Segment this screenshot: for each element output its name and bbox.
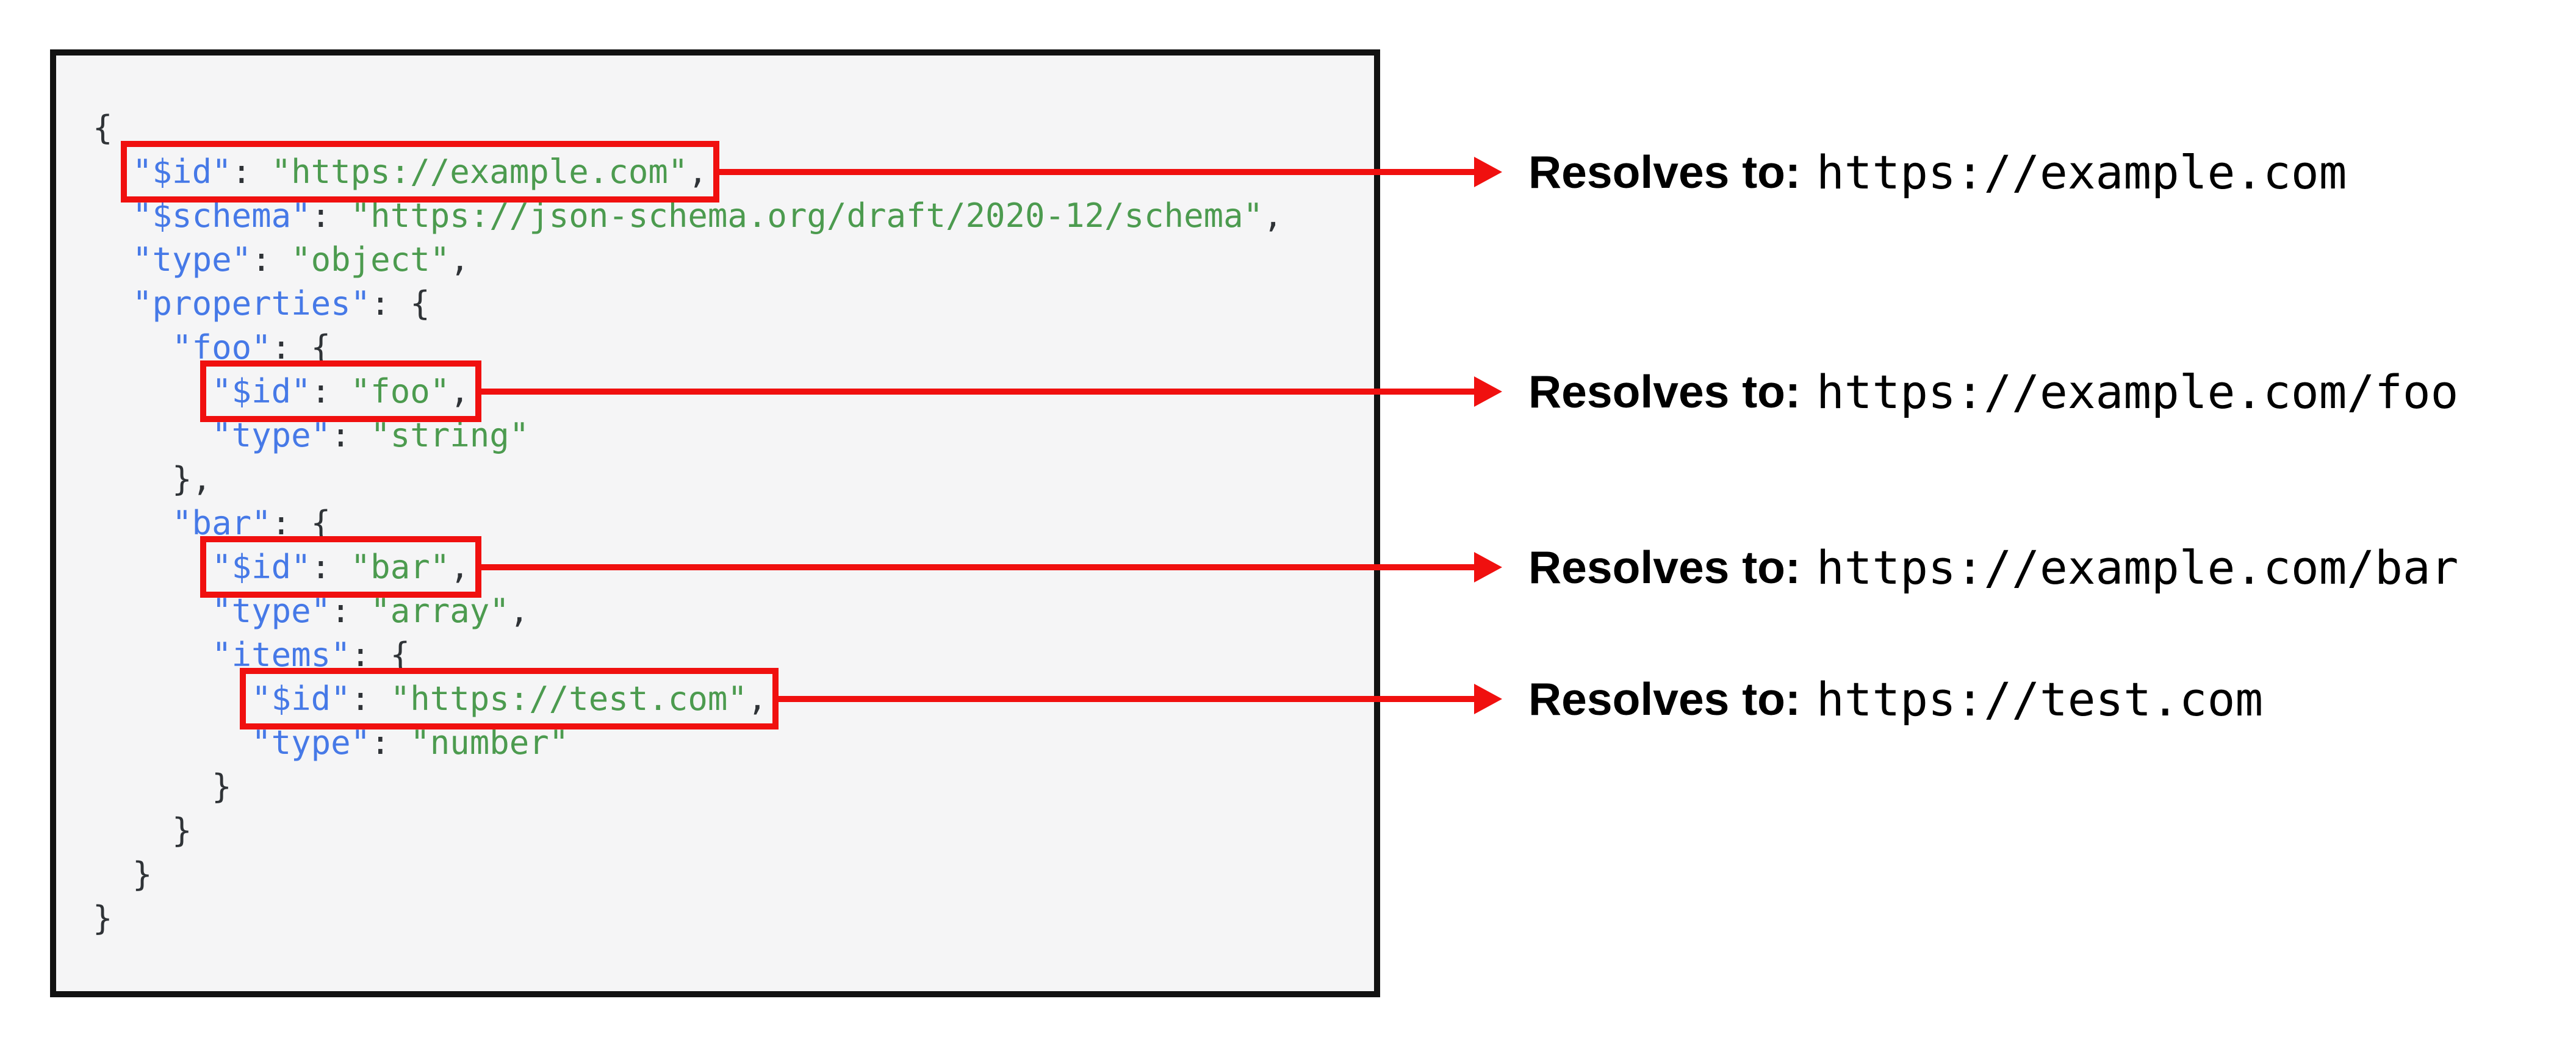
code-token: "https://json-schema.org/draft/2020-12/s… <box>350 196 1264 235</box>
arrow-head-icon <box>1474 552 1502 582</box>
code-token: "type" <box>212 416 331 454</box>
code-token: : { <box>271 328 331 367</box>
arrow-head-icon <box>1474 157 1502 187</box>
code-token: : <box>331 592 371 630</box>
json-schema-code-block: { "$id": "https://example.com", "$schema… <box>50 49 1380 997</box>
code-line: } <box>93 765 1362 809</box>
code-token: : <box>231 152 272 191</box>
code-token: "items" <box>212 636 351 674</box>
annotation-row: Resolves to: https://example.com <box>1528 143 2347 201</box>
code-line: "properties": { <box>93 282 1362 326</box>
code-token: : <box>251 240 292 279</box>
code-listing: { "$id": "https://example.com", "$schema… <box>56 56 1374 941</box>
code-token: , <box>509 592 530 630</box>
arrow-connector-bar <box>481 552 1502 582</box>
code-token: "$id" <box>251 679 351 718</box>
arrow-connector-example <box>716 157 1502 187</box>
code-token: } <box>93 899 113 937</box>
red-highlight-box: "$id": "foo", <box>200 360 481 422</box>
resolves-label: Resolves to: <box>1528 542 1801 593</box>
code-line: } <box>93 809 1362 853</box>
code-token: } <box>212 767 232 806</box>
code-line: } <box>93 897 1362 941</box>
code-line: "type": "object", <box>93 238 1362 282</box>
resolves-value: https://example.com/bar <box>1816 540 2459 595</box>
code-token: , <box>450 548 470 586</box>
code-token: : <box>331 416 371 454</box>
code-token: , <box>688 152 708 191</box>
code-token: "bar" <box>350 548 450 586</box>
code-line: { <box>93 106 1362 150</box>
code-line: }, <box>93 457 1362 501</box>
code-line: "bar": { <box>93 501 1362 545</box>
code-line: "type": "array", <box>93 589 1362 633</box>
resolves-label: Resolves to: <box>1528 146 1801 198</box>
code-line: "type": "number" <box>93 721 1362 765</box>
code-token: "type" <box>132 240 252 279</box>
code-token: : <box>311 372 351 410</box>
code-token: : <box>370 723 411 762</box>
annotation-row: Resolves to: https://example.com/bar <box>1528 538 2458 597</box>
code-line: "items": { <box>93 633 1362 677</box>
code-token: : <box>311 196 351 235</box>
code-token: : <box>311 548 351 586</box>
code-token: "$schema" <box>132 196 311 235</box>
annotation-row: Resolves to: https://test.com <box>1528 670 2263 728</box>
red-highlight-box: "$id": "https://example.com", <box>121 141 719 203</box>
code-token: "type" <box>251 723 371 762</box>
code-line: "$id": "foo", <box>93 360 1362 422</box>
code-token: "string" <box>370 416 530 454</box>
code-token: , <box>450 240 470 279</box>
code-token: } <box>172 811 192 850</box>
code-token: : { <box>370 284 430 323</box>
code-token: , <box>1263 196 1283 235</box>
code-token: : { <box>271 504 331 542</box>
code-line: "$id": "bar", <box>93 536 1362 598</box>
code-token: : { <box>350 636 411 674</box>
code-line: "$id": "https://test.com", <box>93 668 1362 729</box>
annotation-row: Resolves to: https://example.com/foo <box>1528 362 2458 421</box>
code-token: }, <box>172 460 212 498</box>
code-token: , <box>747 679 768 718</box>
code-token: { <box>93 109 113 147</box>
arrow-connector-test <box>779 684 1502 714</box>
code-line: } <box>93 853 1362 897</box>
resolves-value: https://example.com/foo <box>1816 364 2459 419</box>
resolves-value: https://test.com <box>1816 672 2264 726</box>
code-line: "$schema": "https://json-schema.org/draf… <box>93 194 1362 238</box>
code-line: "foo": { <box>93 326 1362 370</box>
resolves-value: https://example.com <box>1816 145 2347 199</box>
code-token: "$id" <box>212 548 311 586</box>
code-token: "array" <box>370 592 509 630</box>
code-line: "type": "string" <box>93 414 1362 457</box>
arrow-head-icon <box>1474 684 1502 714</box>
resolves-label: Resolves to: <box>1528 366 1801 417</box>
code-token: "foo" <box>172 328 272 367</box>
code-line: "$id": "https://example.com", <box>93 141 1362 203</box>
resolves-label: Resolves to: <box>1528 673 1801 725</box>
code-token: "foo" <box>350 372 450 410</box>
code-token: , <box>450 372 470 410</box>
code-token: : <box>350 679 390 718</box>
code-token: } <box>132 855 153 894</box>
code-token: "type" <box>212 592 331 630</box>
red-highlight-box: "$id": "bar", <box>200 536 481 598</box>
code-token: "$id" <box>212 372 311 410</box>
code-token: "https://example.com" <box>271 152 688 191</box>
arrow-connector-foo <box>481 376 1502 407</box>
red-highlight-box: "$id": "https://test.com", <box>240 668 779 729</box>
code-token: "properties" <box>132 284 371 323</box>
code-token: "object" <box>291 240 450 279</box>
code-token: "$id" <box>132 152 232 191</box>
code-token: "number" <box>410 723 569 762</box>
code-token: "bar" <box>172 504 272 542</box>
arrow-head-icon <box>1474 376 1502 407</box>
code-token: "https://test.com" <box>390 679 747 718</box>
